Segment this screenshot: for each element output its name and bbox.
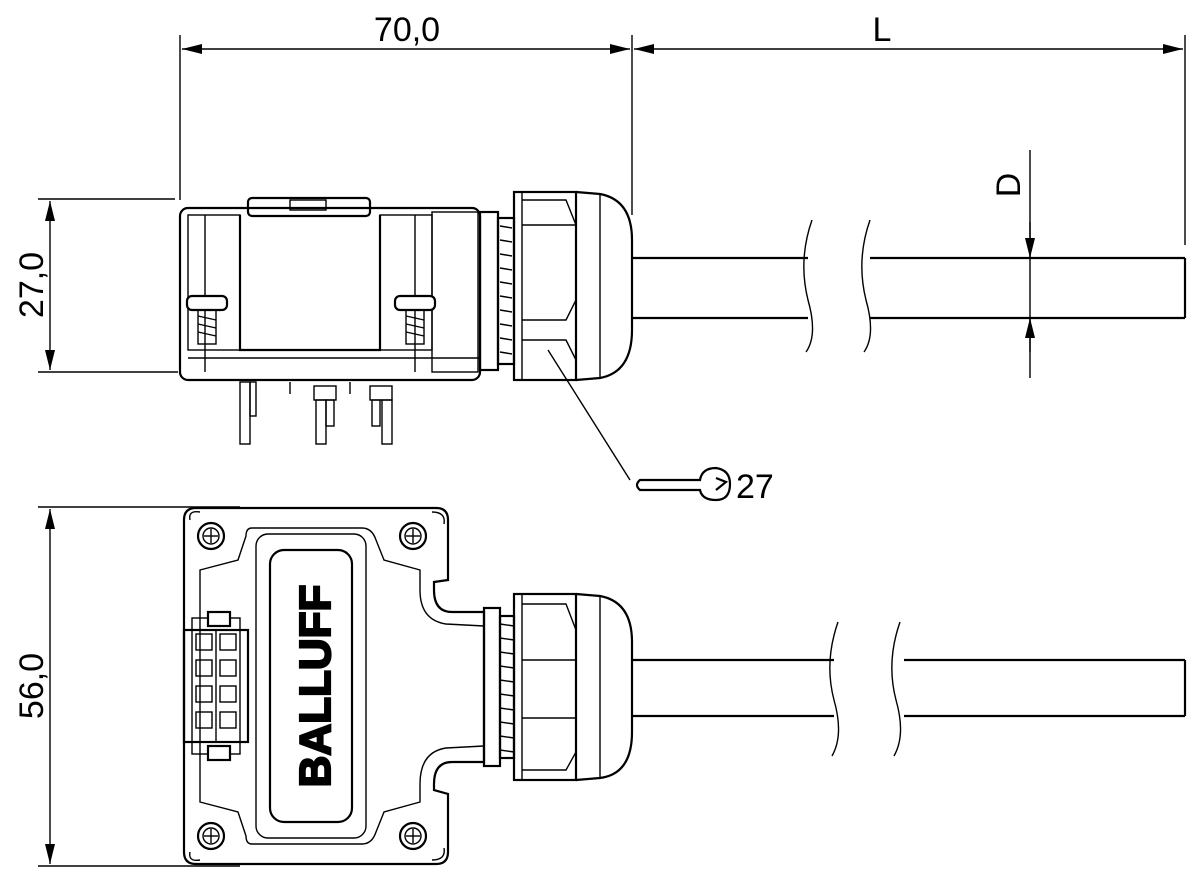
connector-side-view: 27 [178, 190, 1187, 506]
phillips-screw-icon [398, 521, 428, 551]
dimension-length: 70,0 [179, 11, 633, 215]
wrench-icon [635, 466, 732, 502]
gland-thread [478, 210, 516, 372]
dimension-diameter-label: D [990, 173, 1028, 198]
screw-right [393, 294, 437, 345]
cable-top [632, 621, 1187, 757]
wrench-callout: 27 [547, 349, 774, 506]
phillips-screw-icon [196, 821, 226, 851]
connector-top-view: BALLUFF [182, 506, 1187, 866]
dimension-height-label: 27,0 [13, 252, 51, 318]
screw-left [185, 294, 229, 345]
dimension-width: 56,0 [13, 506, 240, 867]
dimension-cable-length: L [634, 11, 1186, 245]
cable-side [632, 219, 1187, 353]
gland-nut-top [512, 592, 634, 782]
contact-pins [239, 381, 393, 445]
phillips-screw-icon [196, 521, 226, 551]
contact-socket [182, 610, 250, 762]
dimension-width-label: 56,0 [13, 653, 51, 719]
dimension-diameter: D [990, 150, 1035, 378]
wrench-size-label: 27 [736, 468, 774, 506]
gland-thread-top [482, 606, 516, 768]
phillips-screw-icon [398, 821, 428, 851]
gland-nut [512, 190, 634, 382]
dimension-length-label: 70,0 [374, 11, 440, 49]
brand-logo: BALLUFF [291, 585, 340, 788]
dimension-height: 27,0 [13, 198, 178, 373]
dimension-cable-length-label: L [873, 11, 892, 49]
